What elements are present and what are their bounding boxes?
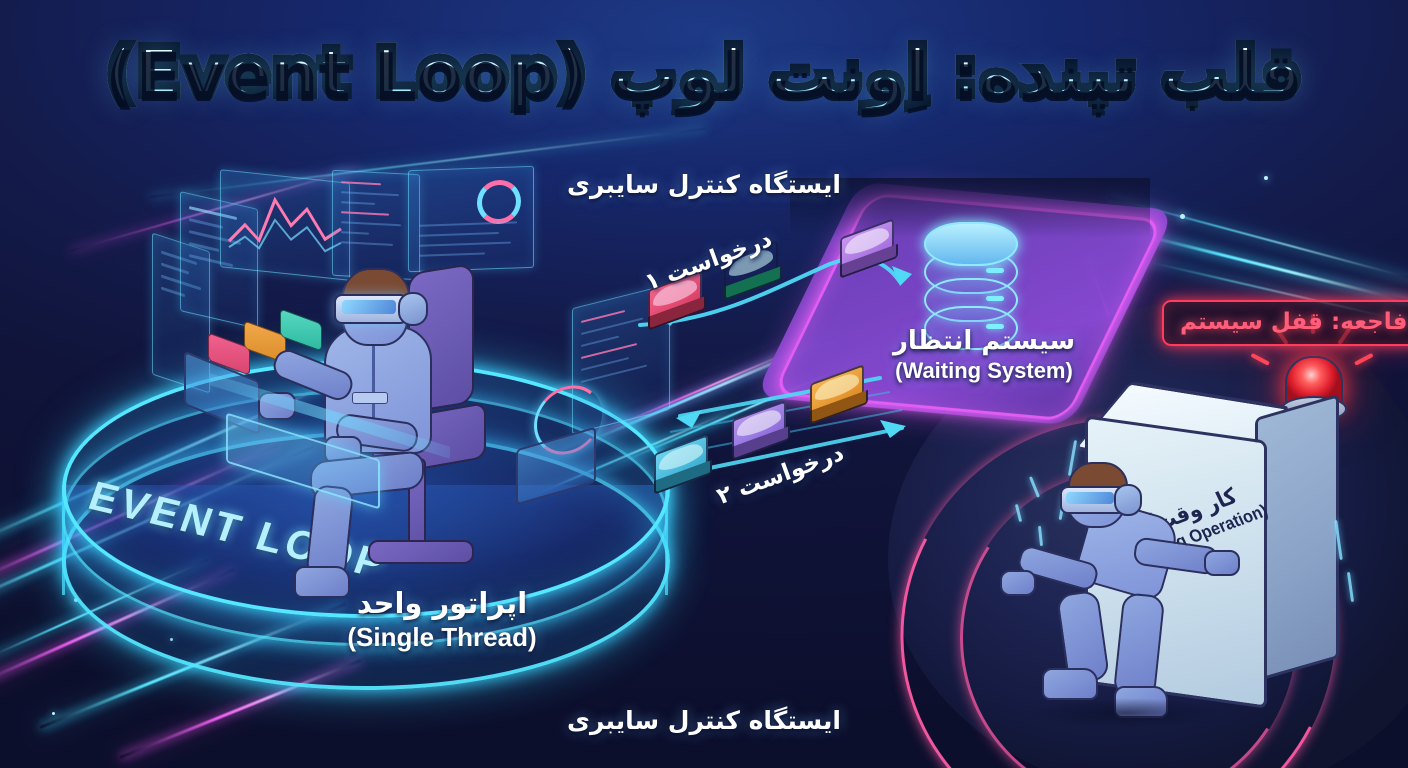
page-title-text: قلب تپنده: اِونت لوپ (Event Loop) (101, 32, 1306, 112)
operator-boot (294, 566, 350, 598)
waveform-icon (227, 196, 342, 253)
request-path-upper (600, 218, 960, 360)
worker-hand-back (1204, 550, 1240, 576)
blocked-worker-character (1000, 462, 1252, 748)
request-path-lower (640, 364, 970, 495)
waiting-label-en: (Waiting System) (895, 357, 1073, 383)
worker-hand-front (1000, 570, 1036, 596)
station-label-top: ایستگاه کنترل سایبری (567, 170, 841, 199)
status-badge: فاجعه: قفل سیستم (1162, 300, 1408, 346)
worker-vr-lens (1066, 492, 1114, 504)
database-cylinder-icon (924, 222, 1018, 350)
operator-suit-zipper (372, 336, 375, 436)
blocking-operation-scene: کار وقت‌گیر (Blocking Operation) (1014, 314, 1374, 730)
operator-chest-patch (352, 392, 388, 404)
blocking-box-side (1255, 393, 1339, 683)
operator-label: اپراتور واحد (Single Thread) (312, 586, 572, 653)
operator-label-fa: اپراتور واحد (356, 586, 528, 620)
operator-chair-base (368, 540, 474, 564)
worker-leg-back (1112, 592, 1166, 700)
station-label-bottom: ایستگاه کنترل سایبری (567, 706, 841, 735)
waiting-label-fa: سیستم انتظار (892, 326, 1076, 356)
operator-label-en: (Single Thread) (347, 622, 537, 653)
worker-boot-front (1042, 668, 1098, 700)
motion-line-4 (1346, 571, 1355, 603)
holo-panel-graph (220, 169, 350, 281)
holographic-screens (120, 165, 680, 506)
vr-lens (342, 300, 396, 314)
page-title: قلب تپنده: اِونت لوپ (Event Loop) (0, 32, 1408, 112)
operator-character (210, 240, 540, 660)
operator-headphone (398, 292, 428, 326)
waiting-system-label: سیستم انتظار (Waiting System) (858, 326, 1110, 384)
worker-headphone (1114, 484, 1142, 516)
worker-shadow (1030, 698, 1220, 728)
